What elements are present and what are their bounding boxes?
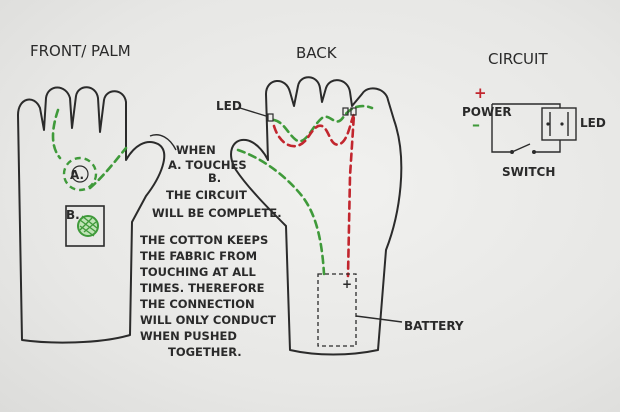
svg-text:THE CONNECTION: THE CONNECTION	[140, 297, 255, 311]
svg-text:TIMES. THEREFORE: TIMES. THEREFORE	[140, 281, 265, 295]
back-glove-outline	[230, 76, 403, 356]
svg-text:WHEN PUSHED: WHEN PUSHED	[140, 329, 237, 343]
back-led-label: LED	[216, 99, 242, 113]
svg-text:WILL BE COMPLETE.: WILL BE COMPLETE.	[152, 206, 282, 220]
battery: +	[317, 273, 357, 347]
circuit-schematic	[491, 103, 577, 154]
power-minus: –	[472, 115, 480, 134]
label-a: A.	[70, 168, 84, 182]
note-cotton: THE COTTON KEEPS THE FABRIC FROM TOUCHIN…	[140, 233, 276, 359]
svg-text:A. TOUCHES: A. TOUCHES	[168, 158, 247, 172]
svg-text:WHEN: WHEN	[176, 143, 216, 157]
circuit-switch-label: SWITCH	[502, 165, 555, 179]
back-led-marks	[267, 107, 357, 122]
battery-label: BATTERY	[404, 319, 464, 333]
svg-text:TOUCHING AT ALL: TOUCHING AT ALL	[140, 265, 256, 279]
circuit-title: CIRCUIT	[488, 50, 548, 68]
back-led-pointer	[239, 107, 267, 117]
back-title: BACK	[296, 44, 338, 62]
front-title: FRONT/ PALM	[30, 42, 131, 60]
label-b: B.	[66, 208, 80, 222]
contact-b: B.	[65, 205, 105, 247]
svg-text:TOGETHER.: TOGETHER.	[168, 345, 242, 359]
front-arrow	[149, 134, 177, 151]
power-label: POWER	[462, 105, 512, 119]
contact-a: A.	[62, 156, 98, 192]
svg-text:THE CIRCUIT: THE CIRCUIT	[166, 188, 247, 202]
circuit-led-label: LED	[580, 116, 606, 130]
svg-text:THE COTTON KEEPS: THE COTTON KEEPS	[140, 233, 268, 247]
back-red-thread	[272, 113, 356, 278]
battery-pointer	[355, 315, 403, 323]
front-green-thread	[51, 108, 128, 190]
power-plus: +	[474, 84, 487, 102]
svg-text:WILL ONLY CONDUCT: WILL ONLY CONDUCT	[140, 313, 276, 327]
svg-text:B.: B.	[208, 171, 221, 185]
svg-text:THE FABRIC FROM: THE FABRIC FROM	[140, 249, 257, 263]
front-glove-outline	[17, 86, 166, 344]
note-when: WHEN A. TOUCHES B. THE CIRCUIT WILL BE C…	[152, 143, 282, 220]
battery-plus: +	[342, 277, 352, 291]
